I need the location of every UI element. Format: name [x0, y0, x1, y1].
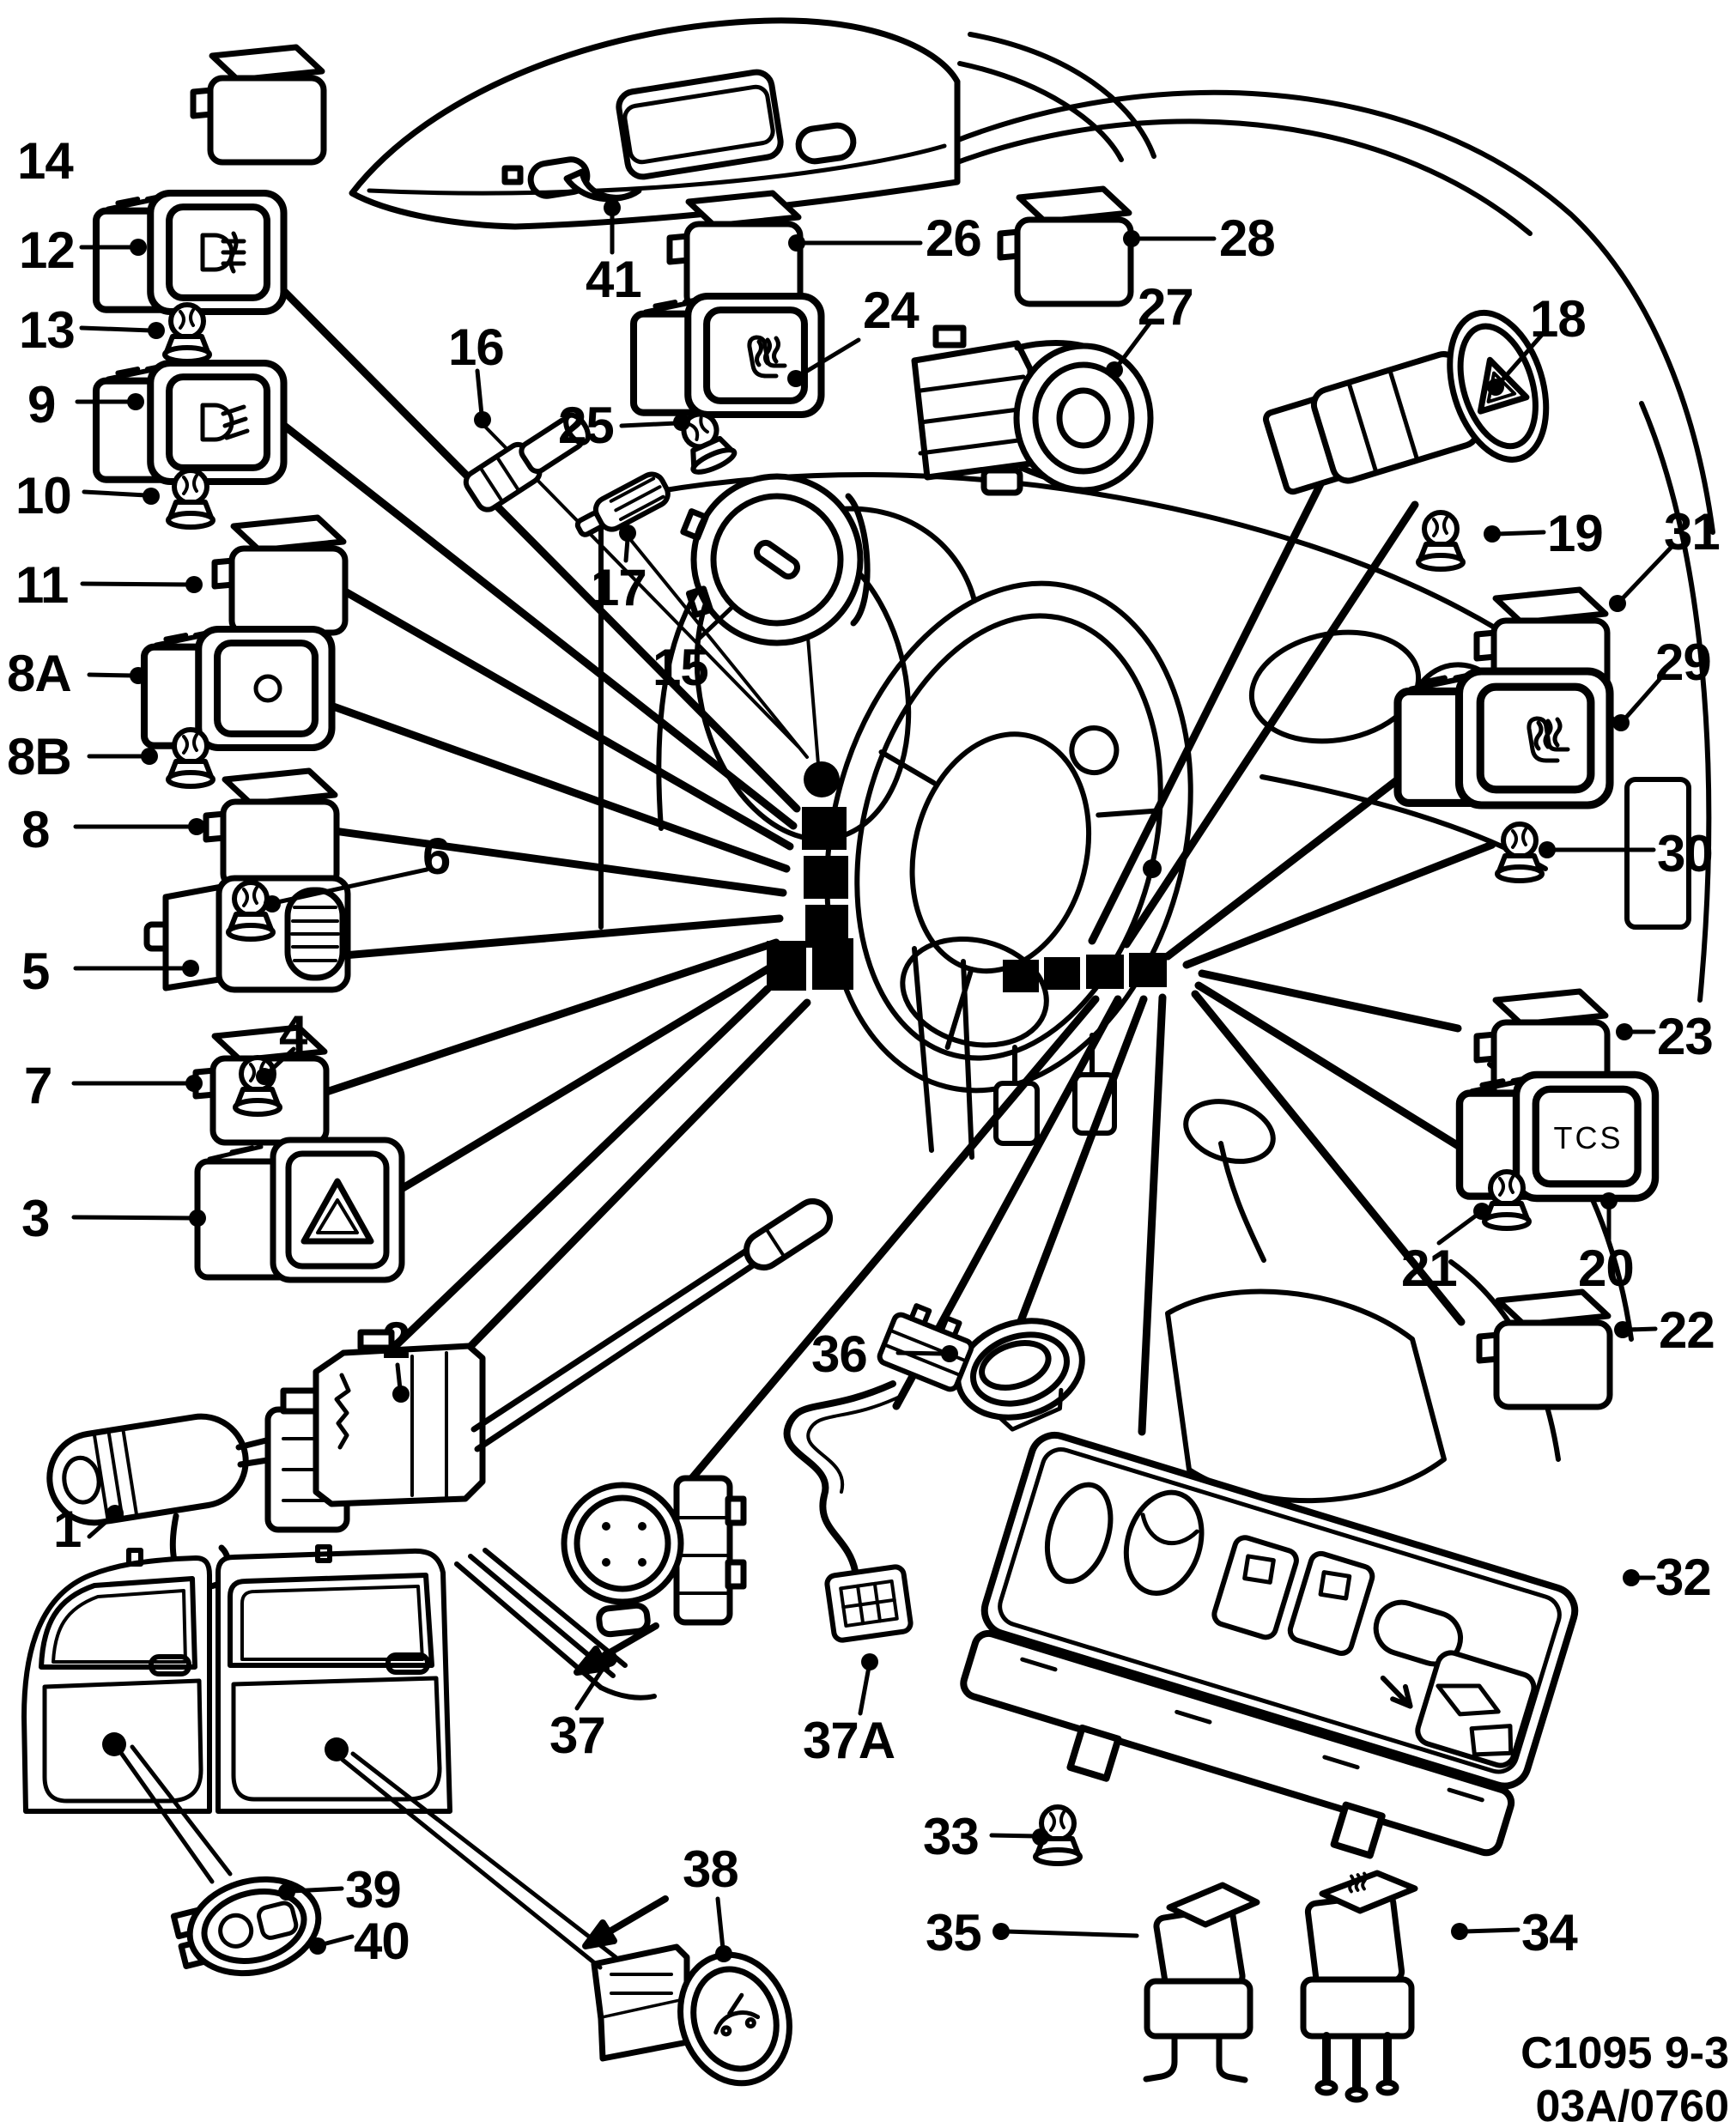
heated-rear-window-switch-34 [1300, 1870, 1418, 2103]
car-body [21, 1544, 657, 1814]
leader-lines [71, 210, 1675, 1970]
trunk-release-switch-38 [591, 1943, 792, 2087]
mirror-switch-37 [561, 1475, 747, 1638]
callout-18: 18 [1530, 290, 1587, 348]
callout-20: 20 [1578, 1240, 1635, 1297]
callout-36: 36 [811, 1325, 868, 1383]
callout-5: 5 [21, 943, 50, 1000]
callout-2: 2 [382, 1312, 410, 1369]
leader-dots [106, 199, 1640, 1962]
callout-11: 11 [15, 556, 69, 614]
callout-8B: 8B [7, 728, 72, 785]
callout-3: 3 [21, 1190, 50, 1247]
callout-24: 24 [863, 282, 920, 339]
relay-8 [206, 771, 337, 886]
callout-32: 32 [1655, 1549, 1712, 1606]
callout-4: 4 [279, 1005, 307, 1063]
bulb-21 [1484, 1172, 1529, 1228]
bulb-30 [1497, 824, 1542, 881]
callout-9: 9 [27, 376, 56, 433]
callout-33: 33 [923, 1808, 980, 1865]
hazard-switch-18 [1263, 309, 1550, 495]
callout-41: 41 [586, 251, 642, 308]
switch-position-markers [767, 761, 1167, 992]
callout-30: 30 [1657, 825, 1714, 882]
callout-7: 7 [24, 1057, 52, 1114]
callout-25: 25 [558, 397, 615, 454]
drawing-code: C1095 9-3 [1521, 2028, 1729, 2078]
arrow-icon [1380, 1675, 1413, 1709]
rear-fog-icon [200, 231, 246, 274]
callout-1: 1 [53, 1501, 82, 1558]
callout-6: 6 [422, 828, 451, 885]
callout-22: 22 [1659, 1301, 1715, 1359]
callout-12: 12 [19, 221, 76, 279]
front-fog-icon [200, 403, 250, 442]
roof-console [349, 17, 1156, 230]
switch-35 [1143, 1882, 1260, 2083]
callout-8: 8 [21, 801, 50, 858]
ignition-lock-15 [680, 473, 871, 646]
tcs-label: TCS [1554, 1120, 1624, 1155]
callout-19: 19 [1547, 505, 1604, 562]
relay-11 [215, 518, 345, 633]
relay-14 [193, 47, 324, 162]
front-fog-switch-9 [96, 363, 284, 482]
relay-28 [1000, 189, 1131, 304]
wiring-harness-37A [783, 1303, 974, 1643]
callout-40: 40 [354, 1913, 410, 1970]
trunk-open-icon [713, 1992, 761, 2037]
steering-wheel [824, 580, 1193, 1094]
bulb-socket-16 [463, 412, 591, 512]
callout-21: 21 [1401, 1240, 1458, 1297]
tcs-switch-20: TCS [1460, 1075, 1655, 1198]
switch-36 [955, 1318, 1085, 1432]
ignition-switch-27 [911, 324, 1154, 496]
heated-seat-icon [747, 335, 787, 379]
bulb-8B [168, 730, 213, 786]
callout-14: 14 [17, 132, 74, 190]
window-switch-console-32 [960, 1431, 1579, 1859]
stalk-switch-2 [313, 1197, 834, 1507]
callout-8A: 8A [7, 645, 72, 702]
heated-seat-icon [1348, 1871, 1368, 1894]
heated-seat-icon [1527, 716, 1570, 763]
callout-26: 26 [926, 209, 982, 267]
callout-39: 39 [345, 1861, 402, 1919]
hazard-switch-3 [194, 1137, 405, 1283]
callout-10: 10 [15, 467, 72, 524]
sheet-number: 03A/0760 [1535, 2082, 1729, 2122]
callout-28: 28 [1219, 209, 1276, 267]
bulb-19 [1418, 512, 1463, 569]
callout-34: 34 [1521, 1904, 1578, 1961]
rear-fog-switch-12 [96, 193, 284, 312]
callout-37A: 37A [803, 1712, 895, 1769]
callout-27: 27 [1138, 278, 1194, 336]
callout-35: 35 [926, 1904, 982, 1961]
heated-seat-switch-29 [1398, 671, 1610, 805]
window-switch-39-40 [170, 1876, 322, 1977]
callout-13: 13 [19, 301, 76, 359]
bulb-13 [165, 305, 209, 361]
callout-29: 29 [1655, 634, 1712, 691]
lamp-icon [253, 674, 282, 703]
callout-37: 37 [549, 1707, 606, 1764]
callout-31: 31 [1664, 503, 1721, 561]
heated-seat-switch-24 [634, 296, 822, 415]
callout-15: 15 [653, 639, 709, 696]
callout-16: 16 [448, 318, 505, 376]
pointer-arrows [574, 1622, 669, 1949]
callout-17: 17 [591, 559, 647, 616]
key-blank-17 [574, 471, 671, 537]
callout-23: 23 [1657, 1008, 1714, 1065]
switch-8A [144, 629, 332, 748]
bulb-10 [168, 470, 213, 527]
callout-38: 38 [683, 1840, 739, 1898]
